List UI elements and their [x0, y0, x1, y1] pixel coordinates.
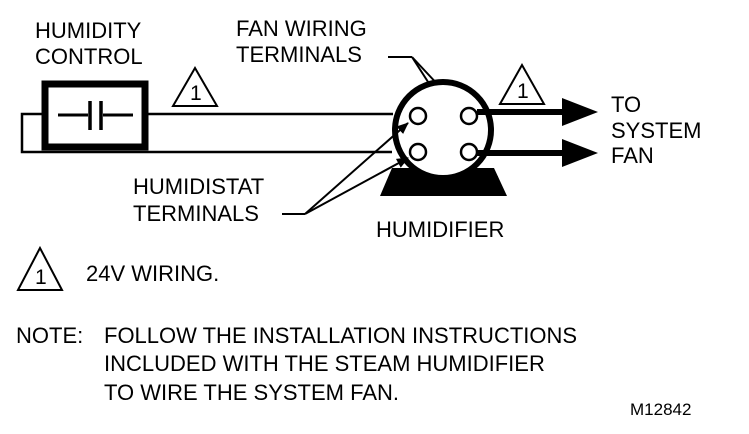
note-line-1: FOLLOW THE INSTALLATION INSTRUCTIONS — [104, 323, 577, 348]
humidistat-terminals-leaders — [282, 122, 409, 215]
wiring-marker-right: 1 — [498, 62, 546, 105]
humidistat-terminal-1 — [408, 106, 428, 126]
wiring-marker-left: 1 — [171, 66, 219, 107]
legend: 1 24V WIRING. — [16, 245, 219, 291]
to-system-fan-label-line2: SYSTEM — [611, 118, 701, 143]
legend-text: 24V WIRING. — [86, 261, 219, 286]
note: NOTE: FOLLOW THE INSTALLATION INSTRUCTIO… — [16, 323, 577, 405]
humidifier-label: HUMIDIFIER — [376, 217, 504, 242]
humidity-control-symbol — [41, 80, 149, 151]
fan-wiring-terminals-label-line1: FAN WIRING — [236, 16, 367, 41]
figure-code: M12842 — [630, 400, 691, 419]
humidifier-symbol — [380, 79, 507, 196]
to-system-fan-label-line1: TO — [611, 92, 641, 117]
fan-terminal-2 — [459, 142, 479, 162]
humidity-control-label-line1: HUMIDITY — [35, 18, 142, 43]
wiring-marker-left-number: 1 — [190, 82, 202, 105]
to-system-fan-label-line3: FAN — [611, 143, 654, 168]
humidity-control-label-line2: CONTROL — [35, 44, 143, 69]
humidistat-wires — [20, 112, 393, 154]
wiring-marker-right-number: 1 — [517, 80, 529, 103]
humidistat-terminals-label-line2: TERMINALS — [133, 201, 259, 226]
note-line-2: INCLUDED WITH THE STEAM HUMIDIFIER — [104, 351, 545, 376]
fan-output-wires — [477, 98, 598, 167]
humidistat-terminals-label-line1: HUMIDISTAT — [133, 174, 264, 199]
fan-wiring-terminals-label-line2: TERMINALS — [236, 42, 362, 67]
humidistat-terminal-2 — [408, 142, 428, 162]
note-prefix: NOTE: — [16, 323, 83, 348]
legend-marker-number: 1 — [35, 266, 47, 289]
fan-terminal-1 — [459, 106, 479, 126]
note-line-3: TO WIRE THE SYSTEM FAN. — [104, 380, 399, 405]
